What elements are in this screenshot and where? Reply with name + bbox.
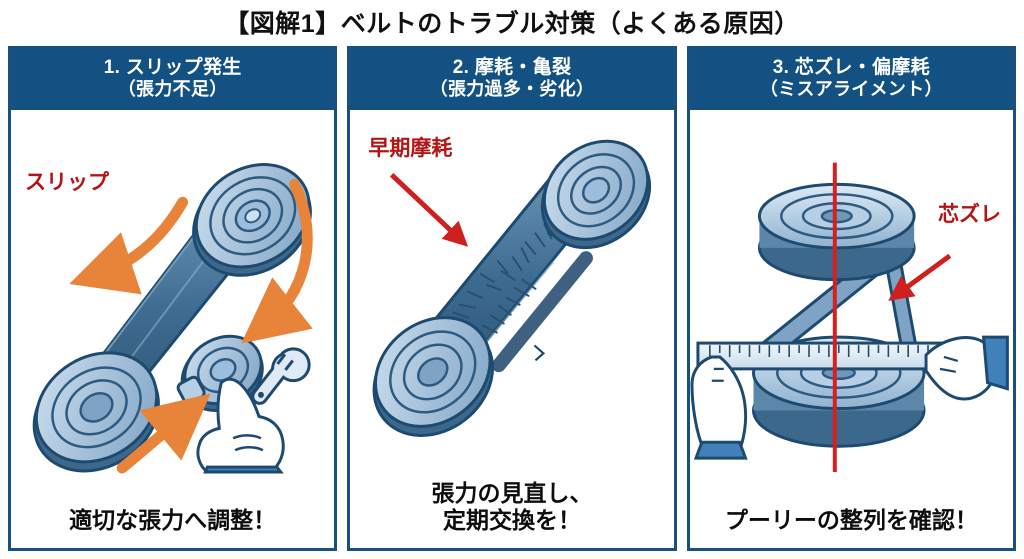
- slip-diagram: [32, 163, 313, 474]
- panel-wear-subtitle: （張力過多・劣化）: [429, 79, 595, 100]
- wear-crack-diagram: [372, 139, 652, 438]
- panel-wear-caption-line1: 張力の見直し、: [431, 479, 593, 506]
- hand-right-icon: [924, 335, 1009, 401]
- panel-row: 1. スリップ発生 （張力不足）: [8, 46, 1016, 551]
- panel-slip-subtitle: （張力不足）: [117, 79, 228, 100]
- panel-slip-illustration: スリップ: [11, 110, 335, 507]
- panel-slip-header: 1. スリップ発生 （張力不足）: [11, 49, 335, 111]
- panel-wear-crack: 2. 摩耗・亀裂 （張力過多・劣化）: [347, 46, 677, 551]
- pointing-hand-icon: [196, 377, 285, 474]
- annotation-misalignment: 芯ズレ: [937, 203, 1001, 227]
- panel-slip-title: 1. スリップ発生: [103, 57, 242, 78]
- pulley-large-lower: [372, 316, 495, 438]
- pulley-large-upper: [541, 139, 652, 250]
- panel-misalign-header: 3. 芯ズレ・偏摩耗 （ミスアライメント）: [689, 49, 1013, 111]
- panel-wear-caption-line2: 定期交換を！: [442, 506, 581, 533]
- panel-misalign-caption-line1: プーリーの整列を確認！: [724, 506, 978, 533]
- panel-misalign-subtitle: （ミスアライメント）: [759, 79, 943, 100]
- panel-misalign-title: 3. 芯ズレ・偏摩耗: [772, 57, 930, 78]
- pulley-large-lower: [32, 351, 160, 473]
- pulley-large-upper: [192, 163, 312, 277]
- panel-misalign-illustration: 芯ズレ: [689, 110, 1013, 507]
- hand-left-icon: [690, 355, 748, 460]
- panel-wear-caption: 張力の見直し、 定期交換を！: [350, 480, 673, 548]
- panel-slip: 1. スリップ発生 （張力不足）: [8, 46, 338, 551]
- annotation-slip: スリップ: [25, 171, 109, 195]
- annotation-early-wear: 早期摩耗: [368, 137, 453, 161]
- panel-slip-caption: 適切な張力へ調整！: [11, 507, 334, 548]
- misalignment-diagram: [690, 162, 1009, 473]
- panel-wear-header: 2. 摩耗・亀裂 （張力過多・劣化）: [350, 49, 674, 111]
- annotation-arrow: [390, 173, 469, 247]
- wrench-icon: [251, 347, 311, 405]
- page-title: 【図解1】ベルトのトラブル対策（よくある原因）: [224, 10, 800, 38]
- annotation-arrow: [887, 253, 951, 301]
- motion-arrow-group: [69, 179, 313, 474]
- panel-slip-caption-line1: 適切な張力へ調整！: [69, 506, 277, 533]
- panel-wear-title: 2. 摩耗・亀裂: [452, 57, 572, 78]
- panel-wear-illustration: 早期摩耗: [350, 110, 674, 480]
- panel-misalignment: 3. 芯ズレ・偏摩耗 （ミスアライメント）: [686, 46, 1016, 551]
- panel-misalign-caption: プーリーの整列を確認！: [690, 507, 1013, 548]
